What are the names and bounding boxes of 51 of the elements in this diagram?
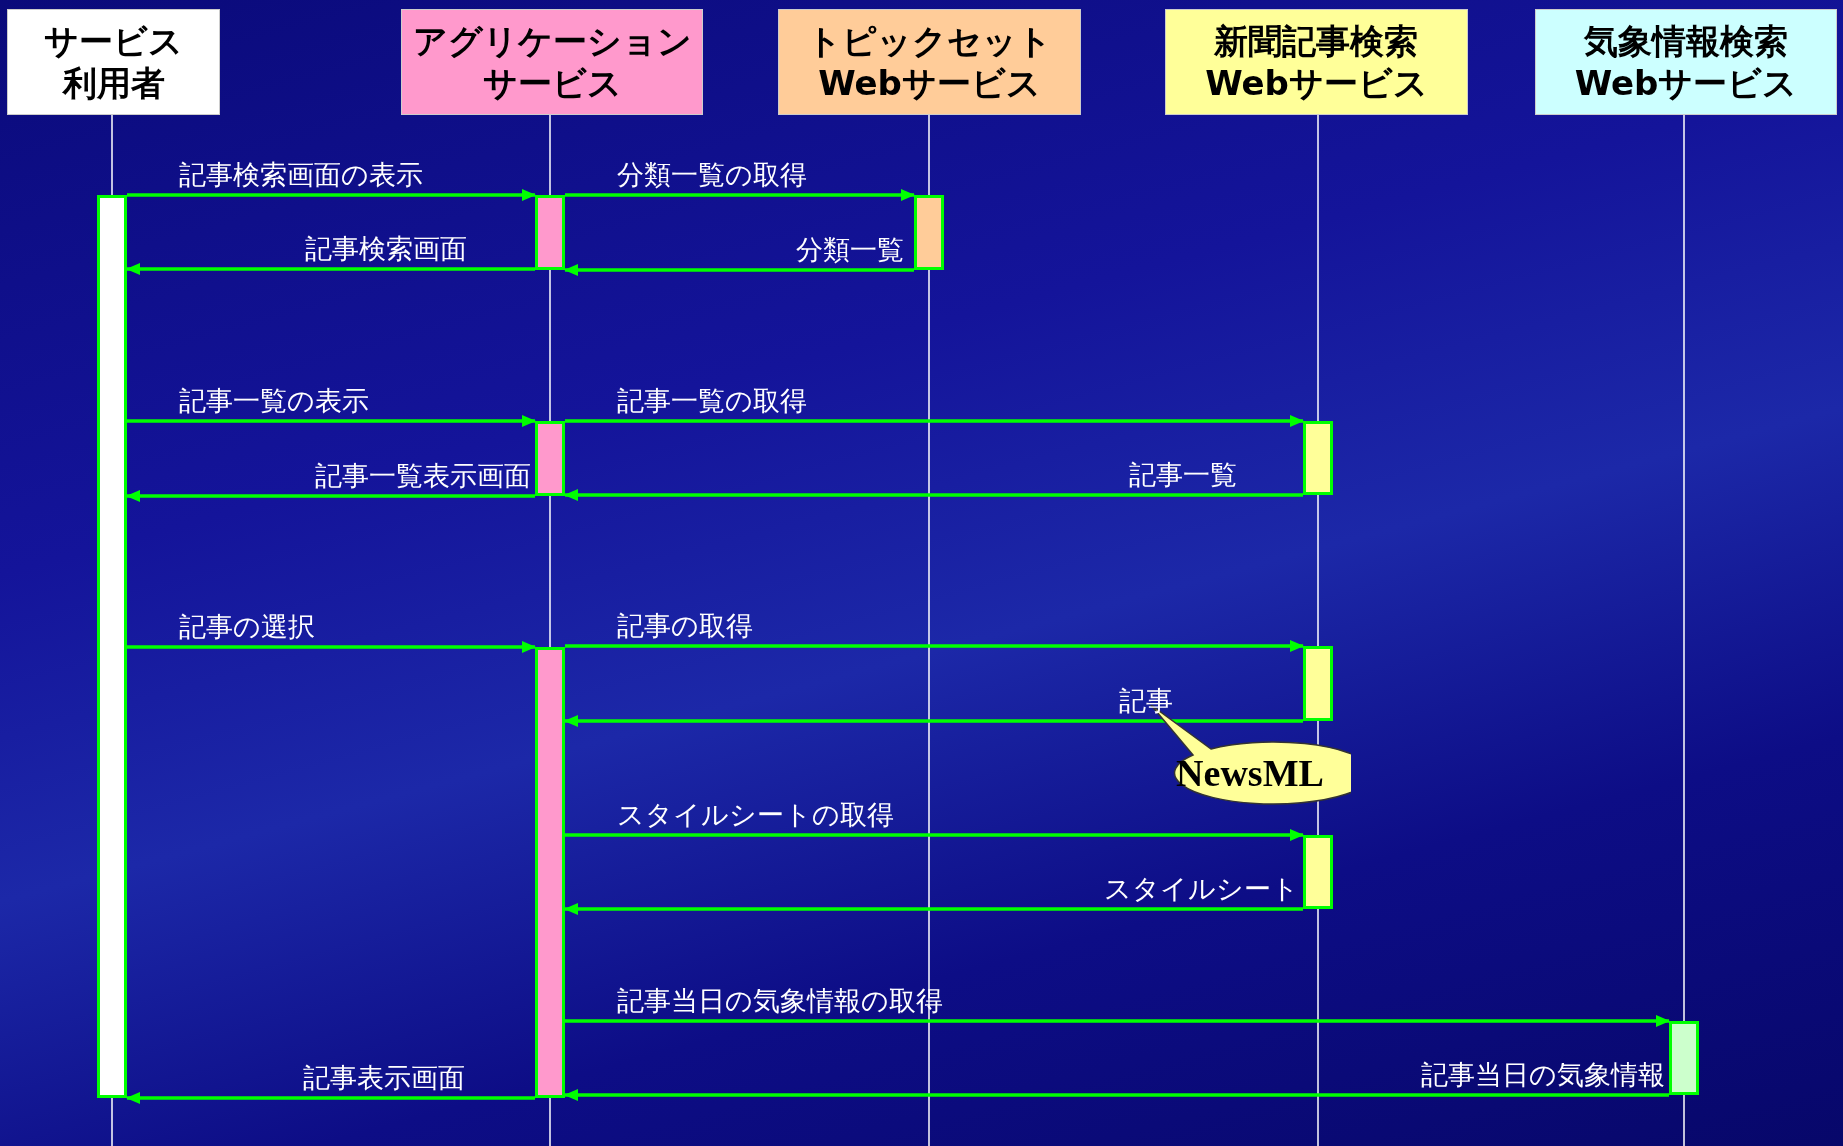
arrow xyxy=(126,263,535,275)
message-label: スタイルシート xyxy=(1104,873,1299,905)
header-title: 気象情報検索Webサービス xyxy=(1573,20,1799,104)
arrow xyxy=(564,264,914,276)
message-label: 分類一覧 xyxy=(796,234,904,266)
activation-bar xyxy=(1303,835,1333,909)
header-title: アグリケーションサービス xyxy=(411,20,693,104)
message-label: スタイルシートの取得 xyxy=(617,799,894,831)
message-label: 記事一覧の取得 xyxy=(617,385,807,417)
lifeline-header xyxy=(7,9,220,115)
message-label: 記事当日の気象情報 xyxy=(1421,1059,1665,1091)
arrow xyxy=(564,1089,1669,1101)
arrow xyxy=(565,640,1304,652)
message-label: 分類一覧の取得 xyxy=(617,159,807,191)
arrow xyxy=(564,489,1303,501)
arrow xyxy=(565,415,1304,427)
lifeline-header xyxy=(401,9,703,115)
arrow xyxy=(126,490,535,502)
arrow xyxy=(127,189,536,201)
message-label: 記事一覧の表示 xyxy=(179,385,369,417)
message-label: 記事の取得 xyxy=(617,610,753,642)
activation-bar xyxy=(914,195,944,270)
arrow xyxy=(564,715,1303,727)
message-label: 記事 xyxy=(1119,685,1173,717)
arrow xyxy=(564,903,1303,915)
activation-bar xyxy=(535,195,565,270)
callout-text: NewsML xyxy=(1176,753,1324,793)
lifeline-header xyxy=(1535,9,1837,115)
activation-bar xyxy=(97,195,127,1098)
arrow xyxy=(565,829,1304,841)
header-title: 新聞記事検索Webサービス xyxy=(1204,20,1429,104)
activation-bar xyxy=(535,647,565,1098)
message-label: 記事一覧 xyxy=(1129,459,1237,491)
activation-bar xyxy=(1303,646,1333,721)
message-label: 記事検索画面の表示 xyxy=(179,159,423,191)
arrow xyxy=(127,641,536,653)
arrow xyxy=(126,1092,535,1104)
activation-bar xyxy=(1669,1021,1699,1095)
header-title: トピックセットWebサービス xyxy=(806,20,1053,104)
message-label: 記事検索画面 xyxy=(305,233,467,265)
lifeline-header xyxy=(778,9,1081,115)
message-label: 記事一覧表示画面 xyxy=(315,460,531,492)
arrow xyxy=(565,1015,1670,1027)
lifeline-header xyxy=(1165,9,1468,115)
activation-bar xyxy=(1303,421,1333,495)
message-label: 記事表示画面 xyxy=(303,1062,465,1094)
arrow xyxy=(565,189,915,201)
message-label: 記事の選択 xyxy=(179,611,315,643)
arrow xyxy=(127,415,536,427)
header-title: サービス利用者 xyxy=(43,20,184,104)
activation-bar xyxy=(535,421,565,496)
